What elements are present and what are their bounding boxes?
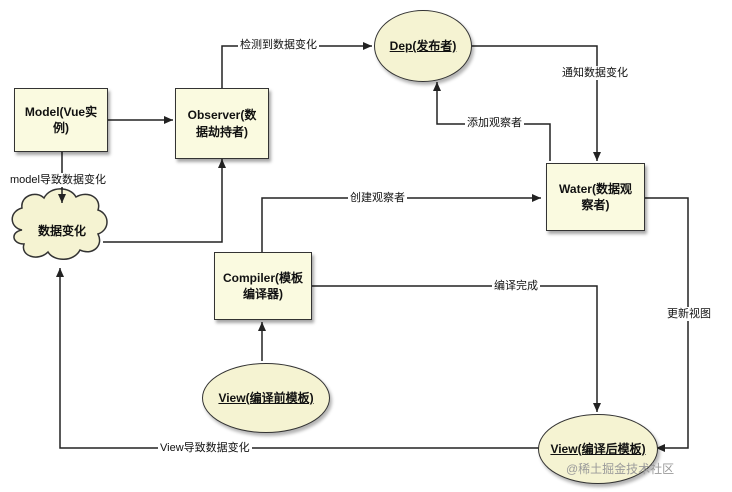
label-create-observer: 创建观察者: [348, 191, 407, 205]
edge-observer-dep: [221, 42, 372, 88]
node-model-label: Model(Vue实例): [24, 104, 98, 135]
cloud-shape: [11, 188, 108, 260]
label-compile-done: 编译完成: [492, 279, 540, 293]
node-model: Model(Vue实例): [14, 88, 108, 152]
node-view-after-label: View(编译后模板): [550, 441, 646, 456]
node-watcher-label: Water(数据观察者): [559, 181, 632, 212]
label-update-view: 更新视图: [665, 307, 713, 321]
label-notify-change: 通知数据变化: [560, 66, 630, 80]
label-view-change: View导致数据变化: [158, 441, 252, 455]
node-compiler: Compiler(模板编译器): [214, 252, 312, 320]
edge-dep-watcher: [472, 45, 601, 161]
edge-viewafter-datachange: [56, 268, 540, 449]
edge-compiler-watcher: [261, 194, 541, 252]
edge-watcher-viewafter: [645, 197, 689, 452]
node-dep-label: Dep(发布者): [389, 38, 457, 53]
node-view-before: View(编译前模板): [202, 363, 330, 433]
node-compiler-label: Compiler(模板编译器): [223, 270, 304, 301]
node-data-change-label: 数据变化: [37, 223, 86, 238]
label-detect-change: 检测到数据变化: [238, 38, 319, 52]
node-dep: Dep(发布者): [374, 10, 472, 82]
node-view-before-label: View(编译前模板): [218, 390, 314, 405]
edge-datachange-observer: [103, 159, 226, 243]
node-watcher: Water(数据观察者): [546, 163, 645, 231]
watermark: @稀土掘金技术社区: [566, 462, 675, 476]
node-view-after: View(编译后模板): [538, 414, 658, 484]
label-model-change: model导致数据变化: [8, 173, 108, 187]
label-add-observer: 添加观察者: [465, 116, 524, 130]
edge-compiler-viewafter: [312, 285, 601, 412]
node-observer-label: Observer(数据劫持者): [187, 108, 257, 139]
node-data-change: 数据变化: [16, 208, 108, 254]
node-observer: Observer(数据劫持者): [175, 88, 269, 159]
